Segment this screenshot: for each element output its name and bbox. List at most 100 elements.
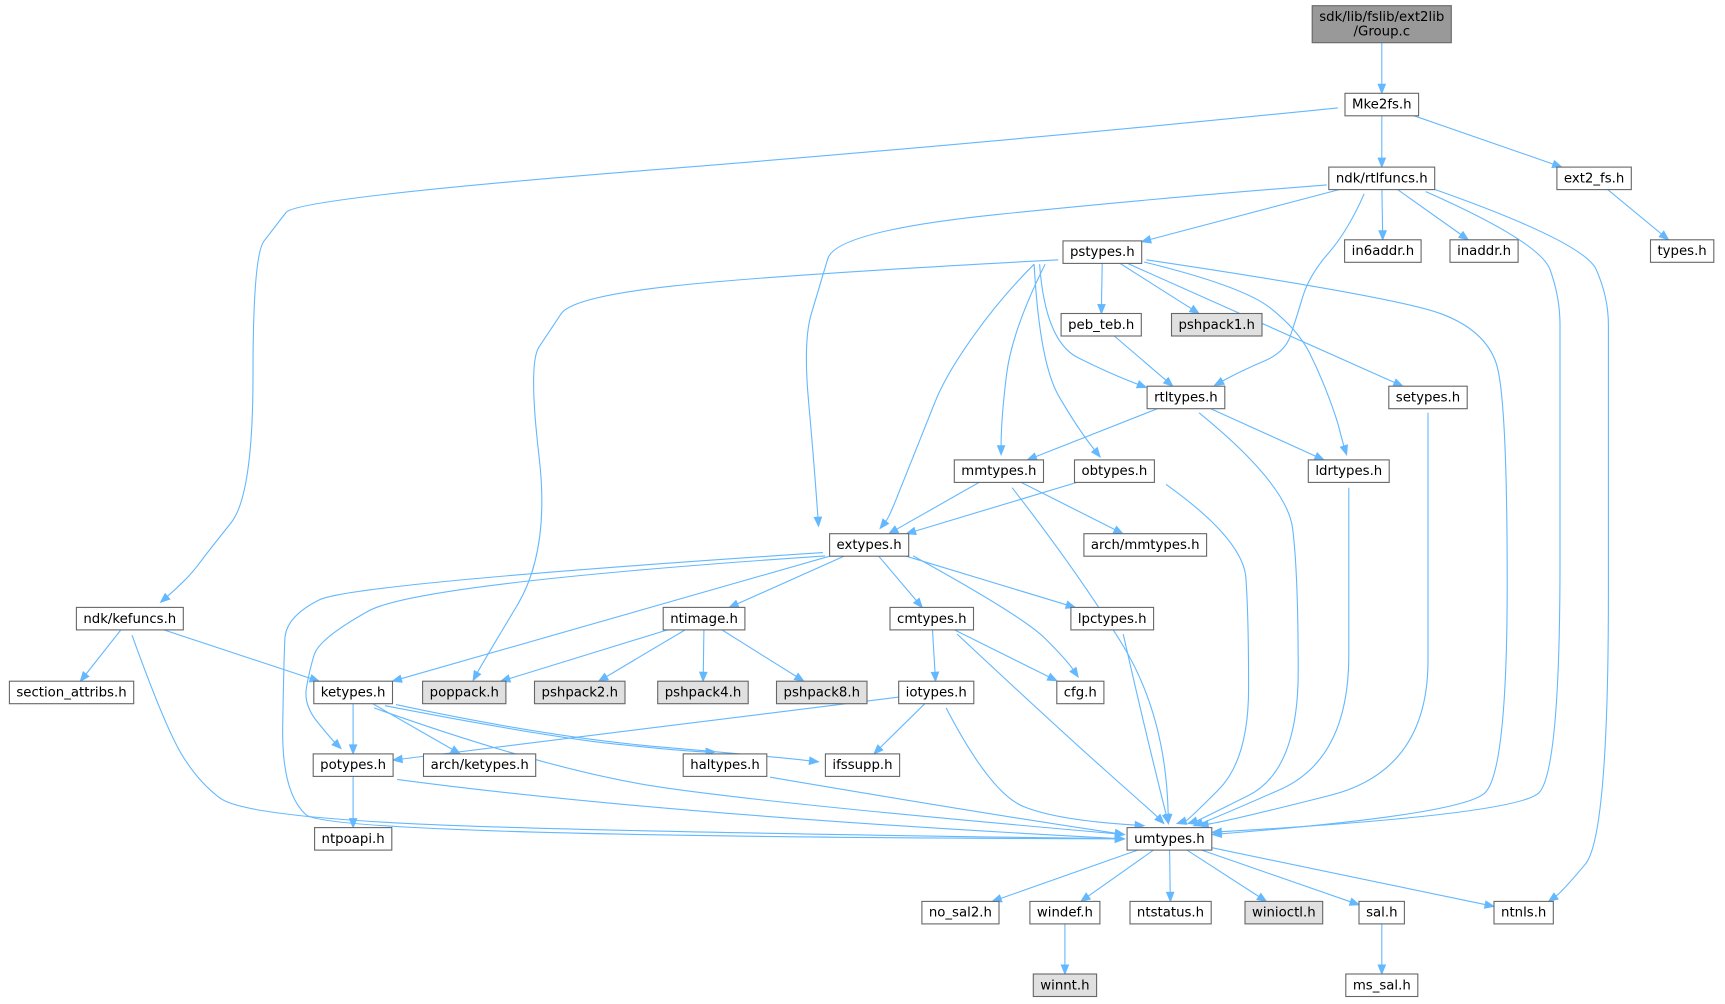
- edge-arrowhead: [1097, 303, 1106, 315]
- node-pstypes[interactable]: pstypes.h: [1062, 240, 1143, 264]
- edge-arrowhead: [1165, 891, 1175, 903]
- node-label: potypes.h: [320, 758, 386, 773]
- node-box: [1146, 385, 1226, 410]
- node-group[interactable]: sdk/lib/fslib/ext2lib/Group.c: [1311, 5, 1452, 44]
- edge-umtypes-to-winioctl: [1186, 849, 1260, 897]
- node-ext2fs[interactable]: ext2_fs.h: [1556, 166, 1632, 191]
- node-cmtypes[interactable]: cmtypes.h: [889, 606, 975, 631]
- node-pebteb[interactable]: peb_teb.h: [1060, 312, 1142, 337]
- node-box: [1493, 900, 1554, 925]
- node-haltypes[interactable]: haltypes.h: [682, 753, 768, 777]
- edge-rtltypes-to-mmtypes: [1035, 408, 1158, 458]
- edge-ntimage-to-poppack: [509, 629, 668, 680]
- edge-arrowhead: [331, 738, 342, 750]
- edge-arrowhead: [1339, 444, 1348, 456]
- node-mke2fs[interactable]: Mke2fs.h: [1344, 92, 1420, 117]
- edge-cmtypes-to-cfg: [954, 629, 1049, 678]
- node-box: [75, 606, 184, 631]
- edge-arrowhead: [991, 894, 1003, 903]
- edge-pstypes-to-poppack: [476, 259, 1059, 673]
- node-nosal2[interactable]: no_sal2.h: [921, 900, 1000, 925]
- node-mssal[interactable]: ms_sal.h: [1345, 973, 1419, 998]
- edge-arrowhead: [1069, 666, 1079, 679]
- node-box: [1070, 606, 1155, 631]
- node-pshpack1: pshpack1.h: [1170, 312, 1263, 337]
- edge-kefuncs-to-ketypes: [163, 629, 311, 679]
- node-label: winioctl.h: [1252, 906, 1316, 921]
- node-box: [1344, 239, 1422, 263]
- edge-arrowhead: [1112, 525, 1125, 535]
- node-box: [898, 680, 975, 705]
- node-winioctl: winioctl.h: [1244, 900, 1324, 925]
- edge-arrowhead: [808, 756, 820, 766]
- node-in6addr[interactable]: in6addr.h: [1344, 239, 1422, 263]
- node-types[interactable]: types.h: [1649, 239, 1715, 263]
- edge-arrowhead: [996, 445, 1006, 457]
- node-section[interactable]: section_attribs.h: [8, 680, 135, 705]
- node-rtlfuncs[interactable]: ndk/rtlfuncs.h: [1328, 166, 1436, 191]
- node-iotypes[interactable]: iotypes.h: [898, 680, 975, 705]
- node-label: windef.h: [1037, 906, 1093, 921]
- edge-arrowhead: [1154, 813, 1165, 825]
- node-archke[interactable]: arch/ketypes.h: [422, 753, 537, 777]
- edge-arrowhead: [1210, 829, 1223, 838]
- edge-rtlfuncs-to-inaddr: [1397, 189, 1462, 235]
- node-box: [829, 533, 910, 557]
- edge-arrowhead: [1392, 378, 1405, 387]
- node-ifssupp[interactable]: ifssupp.h: [824, 753, 901, 777]
- edge-cmtypes-to-iotypes: [931, 629, 936, 673]
- edge-arrowhead: [1140, 235, 1152, 244]
- node-archmm[interactable]: arch/mmtypes.h: [1083, 533, 1208, 557]
- node-ntpoapi[interactable]: ntpoapi.h: [314, 827, 393, 851]
- edge-arrowhead: [1060, 964, 1070, 976]
- node-inaddr[interactable]: inaddr.h: [1449, 239, 1519, 263]
- node-label: pshpack4.h: [665, 686, 742, 701]
- edge-arrowhead: [449, 745, 462, 755]
- node-label: sal.h: [1366, 906, 1397, 921]
- node-lpctypes[interactable]: lpctypes.h: [1070, 606, 1155, 631]
- edge-arrowhead: [813, 516, 823, 528]
- node-setypes[interactable]: setypes.h: [1388, 385, 1468, 410]
- edge-arrowhead: [1348, 897, 1361, 906]
- node-extypes[interactable]: extypes.h: [829, 533, 910, 557]
- node-box: [1649, 239, 1715, 263]
- node-label: inaddr.h: [1457, 244, 1511, 259]
- node-sal[interactable]: sal.h: [1358, 900, 1405, 925]
- edge-pebteb-to-rtltypes: [1113, 335, 1167, 381]
- node-ntstatus[interactable]: ntstatus.h: [1129, 900, 1212, 925]
- edge-extypes-to-lpctypes: [906, 555, 1067, 606]
- edge-ldrtypes-to-umtypes: [1202, 487, 1350, 824]
- node-potypes[interactable]: potypes.h: [312, 753, 394, 777]
- node-umtypes[interactable]: umtypes.h: [1126, 827, 1213, 851]
- edge-arrowhead: [930, 671, 940, 683]
- node-ketypes[interactable]: ketypes.h: [313, 680, 394, 705]
- node-box: [313, 680, 394, 705]
- node-label: lpctypes.h: [1078, 612, 1147, 627]
- node-kefuncs[interactable]: ndk/kefuncs.h: [75, 606, 184, 631]
- edge-ketypes-to-archke: [372, 703, 453, 750]
- edge-arrowhead: [348, 818, 358, 829]
- edge-ntimage-to-pshpack8: [721, 629, 797, 677]
- edge-rtltypes-to-ldrtypes: [1210, 408, 1316, 457]
- edge-rtlfuncs-to-rtltypes: [1222, 193, 1365, 382]
- edge-extypes-to-potypes: [305, 555, 826, 743]
- node-rtltypes[interactable]: rtltypes.h: [1146, 385, 1226, 410]
- node-ntimage[interactable]: ntimage.h: [662, 606, 746, 631]
- edge-arrowhead: [1090, 446, 1101, 458]
- edge-rtlfuncs-to-pstypes: [1150, 189, 1340, 240]
- edge-arrowhead: [1079, 892, 1092, 903]
- node-windef[interactable]: windef.h: [1029, 900, 1101, 925]
- node-pshpack8: pshpack8.h: [775, 680, 868, 705]
- edge-umtypes-to-ntstatus: [1169, 850, 1171, 893]
- edge-iotypes-to-umtypes: [945, 707, 1136, 826]
- node-cfg[interactable]: cfg.h: [1056, 680, 1105, 705]
- edge-rtlfuncs-to-ntnls: [1434, 188, 1609, 897]
- node-obtypes[interactable]: obtypes.h: [1073, 459, 1155, 483]
- edge-arrowhead: [879, 518, 890, 530]
- node-ntnls[interactable]: ntnls.h: [1493, 900, 1554, 925]
- node-pshpack4: pshpack4.h: [657, 680, 749, 705]
- node-ldrtypes[interactable]: ldrtypes.h: [1307, 459, 1390, 483]
- node-mmtypes[interactable]: mmtypes.h: [953, 459, 1045, 483]
- node-label: umtypes.h: [1134, 832, 1205, 847]
- node-label: pshpack2.h: [542, 686, 619, 701]
